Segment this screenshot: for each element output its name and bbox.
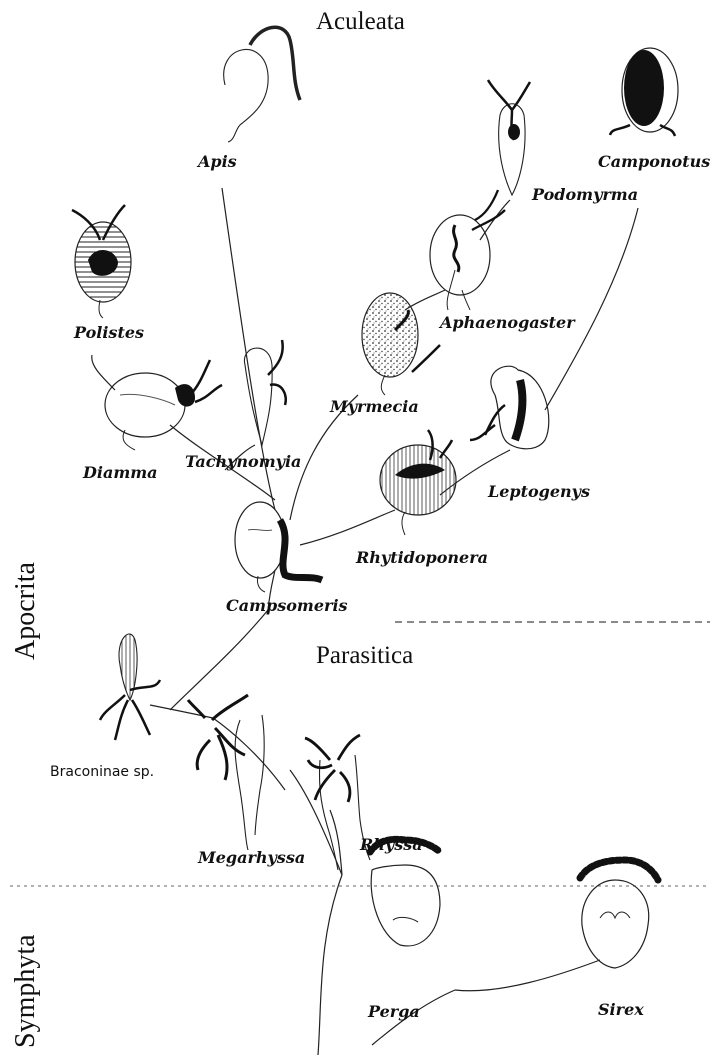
taxon-label-leptogenys: Leptogenys xyxy=(488,482,590,501)
braconinae-drawing xyxy=(100,634,160,740)
apis-drawing xyxy=(224,27,300,142)
camponotus-drawing xyxy=(610,48,678,136)
taxon-label-campsomeris: Campsomeris xyxy=(226,596,348,615)
perga-drawing xyxy=(370,839,440,946)
taxon-label-tachynomyia: Tachynomyia xyxy=(185,452,301,471)
myrmecia-drawing xyxy=(362,293,440,395)
taxon-label-perga: Perga xyxy=(368,1002,420,1021)
polistes-drawing xyxy=(72,205,131,318)
taxon-label-myrmecia: Myrmecia xyxy=(330,397,419,416)
taxon-label-sirex: Sirex xyxy=(598,1000,644,1019)
diamma-drawing xyxy=(105,360,222,450)
sirex-drawing xyxy=(580,860,658,968)
taxon-label-rhyssa: Rhyssa xyxy=(360,835,423,854)
taxon-label-diamma: Diamma xyxy=(83,463,158,482)
tachynomyia-drawing xyxy=(244,340,285,445)
podomyrma-drawing xyxy=(488,80,530,195)
taxon-label-rhytidoponera: Rhytidoponera xyxy=(356,548,488,567)
rhytidoponera-drawing xyxy=(380,430,456,535)
campsomeris-drawing xyxy=(235,502,322,592)
taxon-label-camponotus: Camponotus xyxy=(598,152,710,171)
leptogenys-drawing xyxy=(470,366,549,449)
megarhyssa-drawing xyxy=(188,695,264,850)
group-label-parasitica: Parasitica xyxy=(316,642,413,670)
taxon-label-aphaenogaster: Aphaenogaster xyxy=(440,313,575,332)
group-label-aculeata: Aculeata xyxy=(316,8,405,36)
taxon-label-podomyrma: Podomyrma xyxy=(532,185,638,204)
taxon-label-polistes: Polistes xyxy=(74,323,144,342)
group-label-apocrita: Apocrita xyxy=(10,562,42,660)
taxon-label-braconinae: Braconinae sp. xyxy=(50,764,154,780)
taxon-label-megarhyssa: Megarhyssa xyxy=(198,848,305,867)
group-label-symphyta: Symphyta xyxy=(10,934,42,1048)
taxon-label-apis: Apis xyxy=(198,152,237,171)
